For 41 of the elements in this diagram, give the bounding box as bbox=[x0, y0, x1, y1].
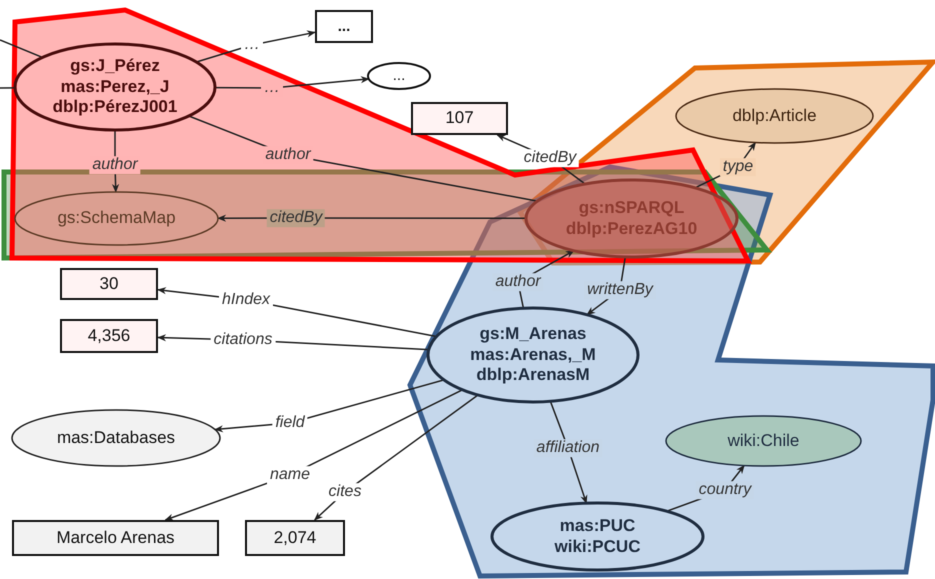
node-label: dblp:ArenasM bbox=[476, 365, 590, 386]
value-box bbox=[60, 268, 158, 300]
node-label: mas:Databases bbox=[56, 428, 176, 448]
value-box bbox=[411, 102, 508, 135]
value-box bbox=[245, 520, 345, 556]
node-label: dblp:Article bbox=[732, 106, 817, 126]
entity-ellipse bbox=[15, 44, 215, 130]
edge-label: country bbox=[696, 481, 754, 499]
entity-ellipse bbox=[428, 308, 638, 402]
entity-ellipse bbox=[15, 192, 218, 245]
edge-label: author bbox=[89, 156, 141, 174]
entity-ellipse bbox=[666, 416, 861, 466]
node-label: ... bbox=[392, 67, 406, 85]
node-label: gs:M_Arenas bbox=[480, 324, 586, 345]
value-box bbox=[60, 319, 158, 353]
node-label: mas:Arenas,_M bbox=[470, 344, 596, 366]
node-label: wiki:Chile bbox=[728, 430, 800, 452]
node-label: 107 bbox=[445, 108, 474, 129]
value-box bbox=[12, 520, 219, 556]
edge-label: citedBy bbox=[266, 209, 326, 227]
entity-ellipse bbox=[368, 63, 430, 89]
node-label: gs:SchemaMap bbox=[57, 208, 176, 229]
node-label: gs:J_Pérez bbox=[70, 56, 160, 77]
value-box bbox=[315, 10, 373, 43]
node-label: ... bbox=[338, 18, 350, 36]
node-label: 4,356 bbox=[88, 326, 130, 346]
node-label: mas:PUC bbox=[560, 516, 636, 536]
entity-ellipse bbox=[492, 503, 703, 570]
entity-ellipse bbox=[526, 180, 737, 257]
node-label: dblp:PérezJ001 bbox=[52, 97, 178, 118]
node-label: 30 bbox=[100, 274, 118, 294]
arrow bbox=[196, 30, 316, 63]
edge-label: hIndex bbox=[218, 291, 274, 309]
entity-ellipse bbox=[12, 410, 220, 466]
node-label: mas:Perez,_J bbox=[60, 76, 170, 98]
arrow bbox=[215, 76, 370, 89]
node-label: wiki:PCUC bbox=[554, 536, 640, 557]
edge-label: type bbox=[720, 158, 756, 176]
node-label: Marcelo Arenas bbox=[56, 528, 175, 548]
entity-ellipse bbox=[676, 89, 873, 143]
node-label: 2,074 bbox=[274, 528, 316, 548]
